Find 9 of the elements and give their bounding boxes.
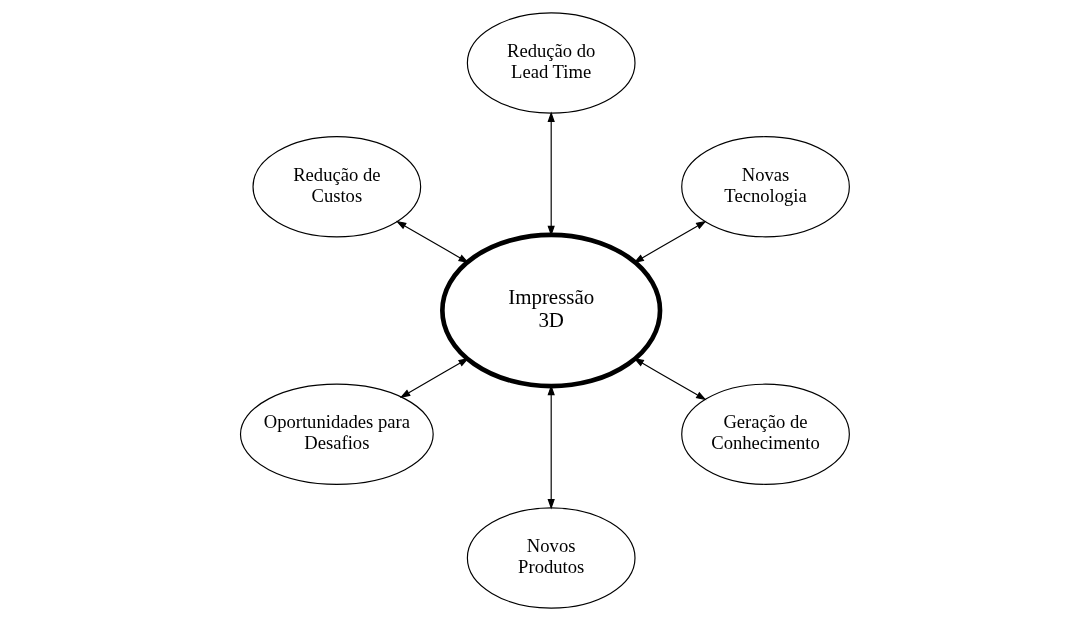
node-ellipse: Oportunidades para Desafios [239,383,434,485]
node-ellipse: Redução do Lead Time [466,12,636,114]
node-ellipse: Novos Produtos [466,507,636,609]
arrow [395,220,469,263]
node-ellipse: Geração de Conhecimento [680,383,850,485]
arrow [399,358,469,398]
node-ellipse: Novas Tecnologia [680,136,850,238]
node-ellipse: Redução de Custos [251,136,421,238]
node-ellipse: Impressão 3D [439,232,662,389]
